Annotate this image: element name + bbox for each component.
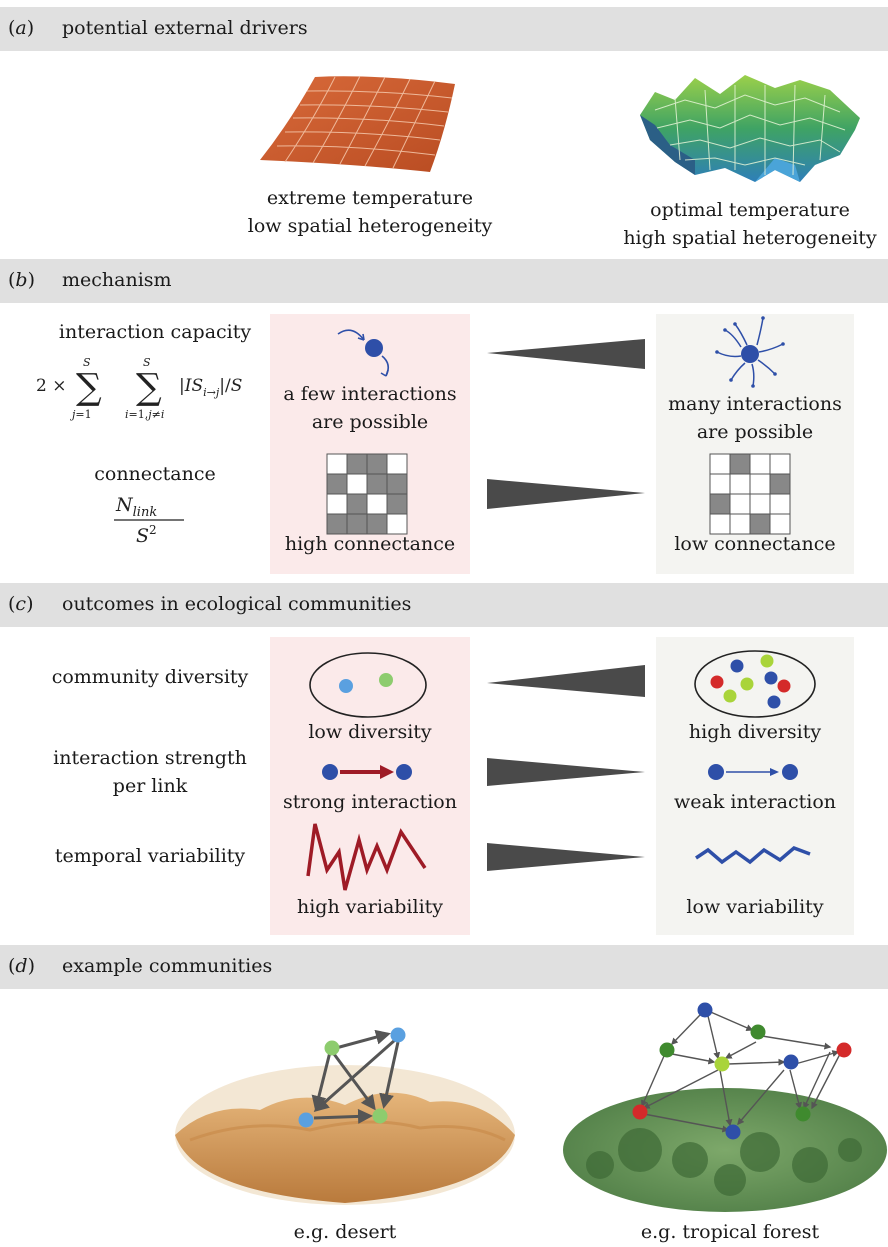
many-interactions-line2: are possible [696,421,814,443]
desert-illustration [175,1027,515,1205]
forest-caption: e.g. tropical forest [640,1221,820,1243]
svg-text:S2: S2 [136,523,157,547]
section-a-header: (a) potential external drivers [0,7,888,51]
section-c-title: outcomes in ecological communities [62,593,412,615]
section-b-header: (b) mechanism [0,259,888,303]
section-b-label: (b) [8,269,36,291]
low-diversity-text: low diversity [308,721,432,743]
drivers-left-line2: low spatial heterogeneity [247,215,493,237]
svg-text:Nlink: Nlink [115,494,157,520]
community-diversity-label: community diversity [51,666,249,688]
high-panel-outcomes [656,637,854,935]
weak-interaction-icon [708,764,798,780]
low-panel-outcomes [270,637,470,935]
high-connectance-matrix [326,453,408,535]
few-interactions-line1: a few interactions [283,383,457,405]
few-interactions-icon [337,329,390,377]
low-connectance-text: low connectance [674,533,836,555]
svg-text:∑: ∑ [136,367,162,408]
high-variability-line [306,823,427,891]
capacity-wedge [487,339,645,369]
many-interactions-line1: many interactions [668,393,842,415]
section-c-header: (c) outcomes in ecological communities [0,583,888,627]
weak-interaction-text: weak interaction [673,791,837,813]
drivers-right-line2: high spatial heterogeneity [623,227,877,249]
drivers-right-line1: optimal temperature [650,199,850,221]
diversity-wedge [487,665,645,697]
section-a-label: (a) [8,17,35,39]
strength-wedge [487,758,645,786]
flat-terrain-illustration [260,75,455,172]
interaction-strength-line2: per link [112,775,188,797]
interaction-capacity-label: interaction capacity [58,321,252,343]
high-variability-text: high variability [296,896,444,918]
section-d-label: (d) [8,955,36,977]
connectance-label: connectance [94,463,216,485]
high-diversity-text: high diversity [688,721,822,743]
interaction-capacity-formula: 2 × ∑ S j=1 ∑ S i=1,j≠i |ISi→j|/S [36,356,242,421]
section-d-title: example communities [62,955,273,977]
svg-text:i=1,j≠i: i=1,j≠i [125,408,164,421]
low-variability-text: low variability [686,896,824,918]
low-connectance-matrix [709,453,791,535]
few-interactions-line2: are possible [311,411,429,433]
section-a-title: potential external drivers [62,17,308,39]
temporal-variability-label: temporal variability [54,845,246,867]
low-variability-line [695,845,811,865]
connectance-wedge [487,479,645,509]
desert-caption: e.g. desert [293,1221,397,1243]
variability-wedge [487,843,645,871]
svg-text:|ISi→j|/S: |ISi→j|/S [179,376,242,399]
low-diversity-community [309,652,427,718]
strong-interaction-icon [322,764,412,780]
svg-text:∑: ∑ [76,367,102,408]
many-interactions-icon [715,316,785,388]
section-d-header: (d) example communities [0,945,888,989]
heterogeneous-terrain-illustration [640,75,860,182]
svg-text:S: S [83,356,91,369]
high-diversity-community [694,650,816,718]
tropical-forest-illustration [563,1002,887,1212]
svg-text:j=1: j=1 [69,408,92,421]
section-c-label: (c) [8,593,34,615]
section-b-title: mechanism [62,269,172,291]
strong-interaction-text: strong interaction [283,791,457,813]
drivers-left-line1: extreme temperature [266,187,474,209]
svg-text:2 ×: 2 × [36,376,66,396]
high-connectance-text: high connectance [284,533,456,555]
connectance-formula: Nlink S2 [114,494,184,547]
svg-text:S: S [143,356,151,369]
interaction-strength-line1: interaction strength [53,747,247,769]
